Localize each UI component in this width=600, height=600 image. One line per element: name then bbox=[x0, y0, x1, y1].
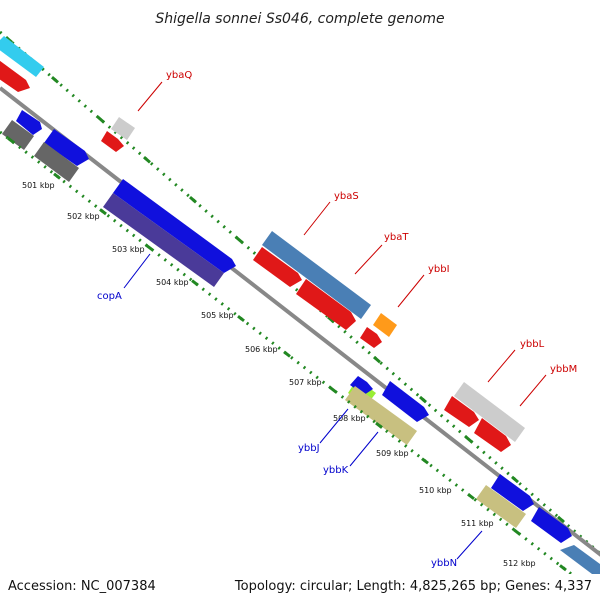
gene-label: ybbK bbox=[323, 465, 349, 476]
ruler-tick bbox=[329, 386, 337, 394]
gene-feature bbox=[296, 279, 356, 330]
gene-feature bbox=[111, 117, 135, 140]
ruler-tick-label: 507 kbp bbox=[289, 378, 322, 387]
leader-line bbox=[349, 431, 379, 467]
gene-feature bbox=[253, 247, 302, 287]
gene-feature bbox=[103, 193, 224, 287]
ruler-tick-label: 508 kbp bbox=[333, 414, 366, 423]
leader-line bbox=[456, 530, 483, 560]
ruler-tick bbox=[53, 172, 61, 180]
ruler-tick bbox=[557, 515, 565, 524]
gene-label: ybaQ bbox=[166, 70, 192, 81]
gene-feature bbox=[474, 418, 511, 452]
ruler-tick-label: 511 kbp bbox=[461, 519, 494, 528]
leader-line bbox=[519, 374, 547, 407]
gene-label: ybaS bbox=[334, 191, 359, 202]
ruler-tick bbox=[327, 315, 335, 324]
gene-labels: ybaQ ybaS ybaT ybbI ybbL ybbM copA ybbJ … bbox=[97, 70, 577, 569]
ruler-tick bbox=[97, 116, 105, 124]
topology-text: Topology: circular; Length: 4,825,265 bp… bbox=[234, 579, 592, 594]
map-title: Shigella sonnei Ss046, complete genome bbox=[155, 11, 444, 27]
gene-label: ybaT bbox=[384, 232, 409, 243]
leader-line bbox=[487, 349, 516, 383]
ruler-tick-label: 503 kbp bbox=[112, 245, 145, 254]
leader-line bbox=[354, 244, 383, 275]
leader-line bbox=[397, 274, 425, 308]
gene-feature bbox=[262, 231, 371, 319]
ruler-tick bbox=[467, 493, 475, 501]
ruler-tick bbox=[189, 195, 197, 204]
gene-label: copA bbox=[97, 291, 122, 302]
gene-feature bbox=[101, 131, 124, 152]
gene-feature bbox=[0, 60, 30, 92]
ruler-tick bbox=[51, 76, 59, 84]
gene-feature bbox=[113, 179, 236, 273]
ruler-tick-label: 501 kbp bbox=[22, 181, 55, 190]
gene-label: ybbJ bbox=[298, 443, 320, 454]
gene-feature bbox=[360, 327, 382, 348]
ruler-tick-label: 504 kbp bbox=[156, 278, 189, 287]
ruler-tick bbox=[145, 243, 153, 251]
leader-line bbox=[319, 408, 349, 444]
gene-label: ybbL bbox=[520, 339, 545, 350]
gene-label: ybbM bbox=[550, 364, 577, 375]
ruler-tick bbox=[421, 457, 429, 465]
gene-feature bbox=[350, 376, 373, 395]
ruler-tick bbox=[419, 395, 427, 404]
gene-feature bbox=[382, 381, 429, 422]
ruler-tick bbox=[191, 279, 199, 287]
ruler-tick bbox=[235, 235, 243, 244]
gene-label: ybbI bbox=[428, 264, 450, 275]
ruler-tick-label: 509 kbp bbox=[376, 449, 409, 458]
ruler-tick-label: 510 kbp bbox=[419, 486, 452, 495]
leader-line bbox=[303, 201, 331, 236]
reverse-strand-features bbox=[2, 110, 572, 543]
leader-line bbox=[123, 253, 151, 289]
forward-strand-features bbox=[0, 36, 600, 574]
label-leader-lines bbox=[123, 81, 547, 560]
leader-line bbox=[137, 81, 163, 112]
gene-feature bbox=[345, 386, 417, 445]
gene-feature bbox=[2, 120, 34, 150]
outer-ruler-track bbox=[0, 30, 600, 556]
ruler-tick bbox=[237, 315, 245, 323]
gene-feature bbox=[44, 129, 89, 166]
ruler-tick bbox=[513, 528, 521, 536]
ruler-tick bbox=[465, 435, 473, 444]
ruler-tick-label: 512 kbp bbox=[503, 559, 536, 568]
accession-text: Accession: NC_007384 bbox=[8, 579, 156, 594]
gene-feature bbox=[34, 142, 79, 182]
inner-ruler-track bbox=[0, 130, 574, 574]
ruler-tick-labels: 501 kbp 502 kbp 503 kbp 504 kbp 505 kbp 506 k… bbox=[22, 181, 536, 568]
gene-feature bbox=[476, 485, 526, 528]
ruler-tick bbox=[375, 421, 383, 429]
gene-feature bbox=[444, 396, 479, 427]
gene-feature bbox=[0, 36, 44, 77]
ruler-tick bbox=[7, 137, 15, 144]
gene-label: ybbN bbox=[431, 558, 457, 569]
ruler-tick bbox=[559, 564, 567, 572]
gene-feature bbox=[373, 313, 397, 337]
gene-feature bbox=[531, 507, 572, 543]
inner-ruler-major-ticks bbox=[7, 137, 567, 572]
gene-feature bbox=[560, 545, 600, 574]
ruler-tick-label: 506 kbp bbox=[245, 345, 278, 354]
gene-feature bbox=[454, 382, 525, 442]
gene-feature bbox=[491, 474, 534, 511]
ruler-tick-label: 502 kbp bbox=[67, 212, 100, 221]
ruler-tick bbox=[511, 475, 519, 484]
gene-feature bbox=[16, 110, 42, 135]
ruler-tick bbox=[99, 208, 107, 216]
ruler-tick bbox=[143, 156, 151, 164]
ruler-tick bbox=[283, 350, 291, 358]
ruler-tick bbox=[373, 355, 381, 364]
outer-ruler-major-ticks bbox=[5, 36, 565, 524]
ruler-tick-label: 505 kbp bbox=[201, 311, 234, 320]
